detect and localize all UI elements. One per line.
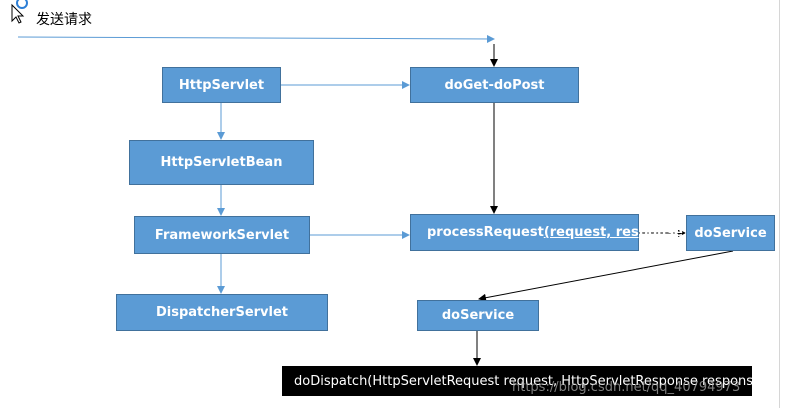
node-doget-dopost: doGet-doPost	[410, 67, 579, 103]
mouse-cursor-icon	[11, 0, 28, 24]
node-doget-dopost-label: doGet-doPost	[444, 77, 545, 93]
node-frameworkservlet: FrameworkServlet	[134, 216, 310, 254]
node-frameworkservlet-label: FrameworkServlet	[154, 227, 290, 243]
node-doservice-right-label: doService	[694, 225, 767, 241]
node-doservice-right: doService	[686, 215, 775, 251]
watermark-text: https://blog.csdn.net/qq_40794973	[512, 380, 741, 395]
node-processrequest-args: (request, response);	[543, 225, 694, 240]
node-dispatcherservlet: DispatcherServlet	[116, 294, 328, 331]
request-line	[17, 34, 495, 43]
node-dodispatch-label: doDispatch(HttpServletRequest request, H…	[294, 373, 752, 389]
node-httpservlet-label: HttpServlet	[178, 77, 265, 93]
node-dispatcherservlet-label: DispatcherServlet	[155, 305, 289, 320]
node-httpservletbean-label: HttpServletBean	[160, 155, 283, 170]
node-httpservletbean: HttpServletBean	[129, 140, 314, 185]
node-doservice-bottom-label: doService	[441, 308, 515, 323]
doservice-to-doservice-arrow	[478, 250, 734, 302]
send-request-label: 发送请求	[36, 12, 92, 28]
node-processrequest: processRequest(request, response);	[410, 214, 694, 251]
node-processrequest-name: processRequest	[427, 225, 544, 240]
node-dodispatch: doDispatch(HttpServletRequest request, H…	[282, 366, 752, 396]
page-edge	[779, 0, 780, 408]
node-doservice-bottom: doService	[417, 300, 539, 331]
node-httpservlet: HttpServlet	[162, 67, 281, 103]
